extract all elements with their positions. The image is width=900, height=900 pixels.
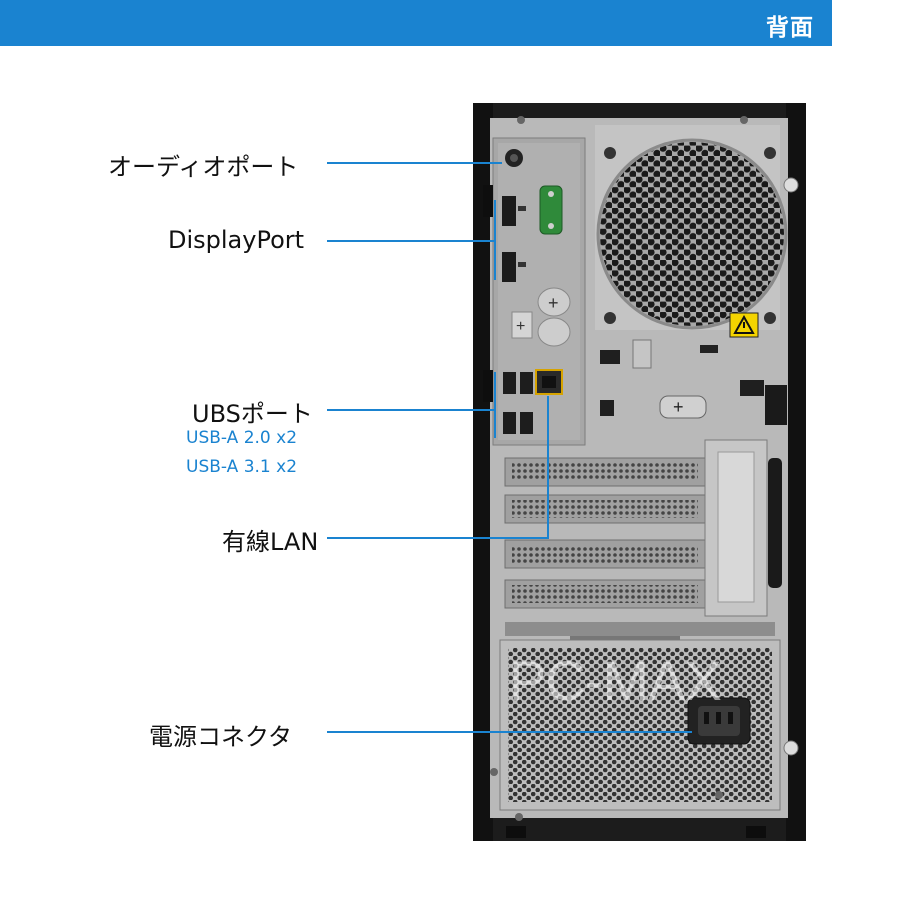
screw <box>490 768 498 776</box>
leader-line-power <box>327 731 692 733</box>
leader-line-usb-bracket <box>494 372 496 438</box>
label-audio-port: オーディオポート <box>108 153 299 181</box>
label-lan: 有線LAN <box>222 528 319 556</box>
section-title: 背面 <box>766 15 814 41</box>
leader-line-audio <box>327 162 502 164</box>
screw <box>764 312 776 324</box>
leader-line-displayport-bracket <box>494 200 496 280</box>
label-usb-port: UBSポート <box>192 400 313 428</box>
svg-text:+: + <box>516 318 525 335</box>
label-usb-a-2: USB-A 2.0 x2 <box>186 428 298 448</box>
screw <box>604 147 616 159</box>
screw <box>515 813 523 821</box>
serial-port <box>539 185 563 235</box>
leader-line-usb <box>327 409 495 411</box>
usb-port <box>503 372 516 394</box>
label-power-connector: 電源コネクタ <box>149 723 293 751</box>
screw <box>740 116 748 124</box>
screw <box>517 116 525 124</box>
label-displayport: DisplayPort <box>168 226 305 254</box>
usb-port <box>520 372 533 394</box>
section-header-bar: 背面 <box>0 0 832 46</box>
usb-port <box>503 412 516 434</box>
svg-text:+: + <box>548 293 559 313</box>
svg-text:+: + <box>673 397 684 417</box>
usb-port <box>520 412 533 434</box>
leader-line-lan-vertical <box>547 396 549 539</box>
screw <box>604 312 616 324</box>
watermark-text: PC-MAX <box>509 649 722 712</box>
leader-line-lan <box>327 537 549 539</box>
thumb-screw <box>783 177 799 193</box>
label-usb-a-3: USB-A 3.1 x2 <box>186 457 298 477</box>
case-foot-left <box>506 826 526 838</box>
displayport-connector <box>502 252 516 282</box>
thumb-screw <box>783 740 799 756</box>
screw <box>764 147 776 159</box>
screw <box>715 791 723 799</box>
displayport-connector <box>502 196 516 226</box>
case-foot-right <box>746 826 766 838</box>
leader-line-displayport <box>327 240 495 242</box>
